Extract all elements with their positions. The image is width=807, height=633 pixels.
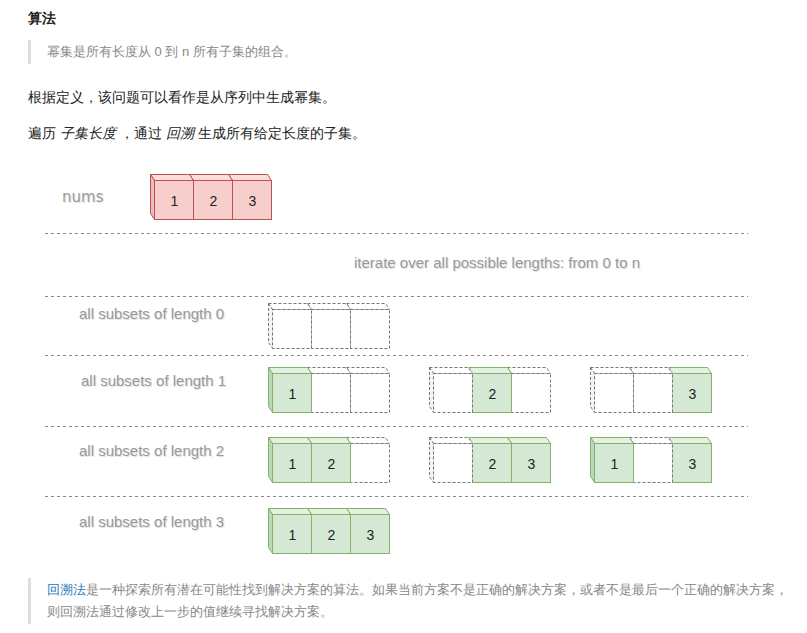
text-line: all subsets of length 2 bbox=[79, 442, 224, 460]
number-cell: 1 bbox=[155, 181, 194, 220]
number-cell: 1 bbox=[273, 374, 312, 413]
heading: 算法 bbox=[28, 9, 56, 27]
subset-cubes bbox=[269, 509, 390, 554]
number-cell: 2 bbox=[312, 515, 351, 554]
label: 子集长度 bbox=[60, 125, 116, 141]
text-line: 遍历子集长度，通过回溯生成所有给定长度的子集。 bbox=[28, 124, 366, 142]
subset-cubes bbox=[269, 368, 712, 413]
cell-number: 1 bbox=[289, 386, 297, 402]
label: 生成所有给定长度的子集。 bbox=[198, 125, 366, 141]
label: 遍历 bbox=[28, 125, 56, 141]
text-line: all subsets of length 0 bbox=[79, 305, 224, 323]
text-line: 根据定义，该问题可以看作是从序列中生成幂集。 bbox=[28, 88, 336, 106]
number-cell: 2 bbox=[473, 374, 512, 413]
label: 回溯法 bbox=[47, 582, 86, 597]
label: all subsets of length 2 bbox=[79, 442, 224, 459]
cell-number: 2 bbox=[489, 386, 497, 402]
number-cell: 3 bbox=[673, 374, 712, 413]
number-cell: 3 bbox=[351, 515, 390, 554]
label: all subsets of length 3 bbox=[79, 513, 224, 530]
text-line: nums bbox=[62, 188, 103, 206]
cell-number: 2 bbox=[489, 456, 497, 472]
number-cell: 2 bbox=[194, 181, 233, 220]
label: 根据定义，该问题可以看作是从序列中生成幂集。 bbox=[28, 89, 336, 105]
cell-number: 1 bbox=[611, 456, 619, 472]
text-line: all subsets of length 3 bbox=[79, 513, 224, 531]
number-cell: 1 bbox=[273, 444, 312, 483]
text-line: iterate over all possible lengths: from … bbox=[354, 254, 640, 272]
cell-number: 3 bbox=[528, 456, 536, 472]
subset-cubes bbox=[269, 304, 390, 349]
text-line: all subsets of length 1 bbox=[81, 372, 226, 390]
cell-number: 1 bbox=[289, 527, 297, 543]
cell-number: 2 bbox=[328, 527, 336, 543]
label: iterate over all possible lengths: from … bbox=[354, 254, 640, 271]
number-cell: 3 bbox=[233, 181, 272, 220]
quote-bar bbox=[28, 578, 31, 624]
label: ，通过 bbox=[120, 125, 162, 141]
label: nums bbox=[62, 188, 103, 206]
number-cell: 2 bbox=[312, 444, 351, 483]
cell-number: 3 bbox=[689, 456, 697, 472]
number-cell: 3 bbox=[512, 444, 551, 483]
number-cell: 1 bbox=[595, 444, 634, 483]
cell-number: 1 bbox=[171, 193, 179, 209]
nums-cubes bbox=[151, 175, 272, 220]
number-cell: 3 bbox=[673, 444, 712, 483]
cell-number: 3 bbox=[689, 386, 697, 402]
label: 幂集是所有长度从 0 到 n 所有子集的组合。 bbox=[47, 44, 297, 59]
subset-cubes bbox=[269, 438, 712, 483]
number-cell: 1 bbox=[273, 515, 312, 554]
cell-number: 1 bbox=[289, 456, 297, 472]
label: 回溯 bbox=[166, 125, 194, 141]
separators bbox=[45, 234, 748, 497]
text-line: 幂集是所有长度从 0 到 n 所有子集的组合。 bbox=[47, 41, 787, 63]
text-line: 回溯法是一种探索所有潜在可能性找到解决方案的算法。如果当前方案不是正确的解决方案… bbox=[47, 579, 792, 623]
number-cell: 2 bbox=[473, 444, 512, 483]
quote-bar bbox=[28, 40, 31, 64]
label: all subsets of length 0 bbox=[79, 305, 224, 322]
cell-number: 3 bbox=[249, 193, 257, 209]
cell-number: 2 bbox=[328, 456, 336, 472]
cell-number: 3 bbox=[367, 527, 375, 543]
cell-number: 2 bbox=[210, 193, 218, 209]
label: all subsets of length 1 bbox=[81, 372, 226, 389]
label: 是一种探索所有潜在可能性找到解决方案的算法。如果当前方案不是正确的解决方案，或者… bbox=[47, 582, 788, 619]
